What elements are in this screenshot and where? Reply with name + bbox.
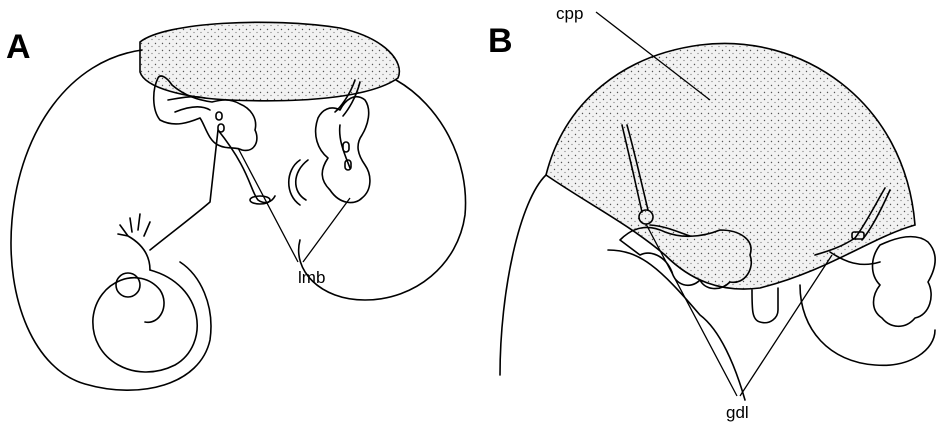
panel-b-stippled-plate: [546, 43, 915, 289]
panel-b-joint-piece: [752, 288, 778, 323]
panel-b-label-cpp: cpp: [556, 4, 583, 23]
panel-a-letter: A: [6, 28, 31, 66]
panel-a-ventral-line: [150, 130, 275, 250]
panel-a-spiral: [93, 214, 197, 372]
panel-b-label-gdl: gdl: [726, 403, 749, 422]
panel-a-stippled-plate: [140, 22, 399, 101]
panel-b-letter: B: [488, 22, 513, 60]
panel-a: A: [6, 22, 466, 390]
panel-b: B cpp gdl: [488, 4, 935, 422]
panel-a-label-lmb: lmb: [298, 268, 325, 287]
